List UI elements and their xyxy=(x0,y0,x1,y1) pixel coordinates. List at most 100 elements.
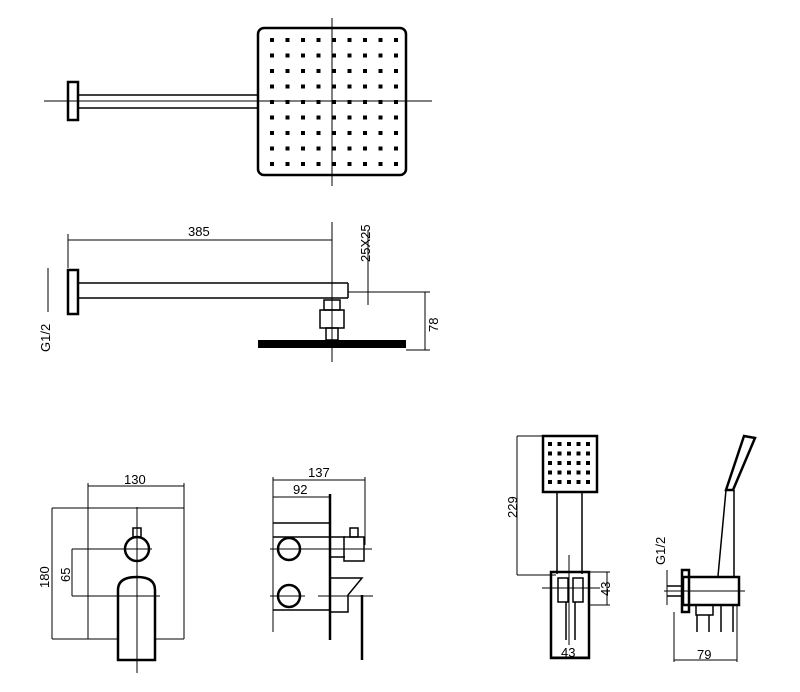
nozzle xyxy=(347,53,352,58)
nozzle xyxy=(347,69,352,73)
nozzle xyxy=(301,100,305,104)
dim-arm-length: 385 xyxy=(188,224,210,239)
hand-shower-side-view xyxy=(664,434,757,662)
nozzle xyxy=(586,451,590,456)
nozzle xyxy=(285,69,290,73)
nozzle xyxy=(316,115,321,120)
nozzle xyxy=(347,84,352,89)
nozzle xyxy=(270,84,274,89)
nozzle xyxy=(557,461,562,465)
nozzle xyxy=(378,162,383,166)
nozzle xyxy=(394,115,398,120)
nozzle xyxy=(270,38,274,42)
nozzle xyxy=(332,84,336,89)
nozzle xyxy=(301,53,305,58)
nozzle xyxy=(567,480,571,484)
nozzle xyxy=(347,38,352,42)
dim-bracket-width: 43 xyxy=(561,645,575,660)
nozzle xyxy=(567,442,571,446)
nozzle xyxy=(301,38,305,42)
nozzle xyxy=(316,84,321,89)
nozzle xyxy=(316,100,321,104)
dim-thread-top: G1/2 xyxy=(38,324,53,352)
nozzle xyxy=(332,162,336,166)
hand-nozzle-grid xyxy=(548,442,590,484)
nozzle xyxy=(363,53,367,58)
nozzle xyxy=(363,115,367,120)
overhead-shower-top-view xyxy=(44,18,432,186)
nozzle xyxy=(576,480,581,484)
nozzle xyxy=(394,69,398,73)
nozzle xyxy=(378,38,383,42)
nozzle xyxy=(363,146,367,151)
nozzle xyxy=(316,146,321,151)
nozzle xyxy=(285,131,290,135)
nozzle xyxy=(378,100,383,104)
nozzle xyxy=(270,53,274,58)
nozzle xyxy=(586,480,590,484)
nozzle xyxy=(270,115,274,120)
nozzle xyxy=(394,100,398,104)
nozzle xyxy=(567,470,571,475)
nozzle xyxy=(332,69,336,73)
nozzle xyxy=(586,461,590,465)
nozzle xyxy=(548,461,552,465)
nozzle xyxy=(378,69,383,73)
nozzle xyxy=(378,53,383,58)
nozzle xyxy=(548,442,552,446)
overhead-shower-side-view xyxy=(47,222,430,362)
dim-hand-depth: 79 xyxy=(697,647,711,662)
mixer-side-view xyxy=(270,477,373,660)
dim-thread-hand: G1/2 xyxy=(653,537,668,565)
nozzle xyxy=(378,146,383,151)
dim-hand-shower-height: 229 xyxy=(505,496,520,518)
nozzle xyxy=(394,53,398,58)
nozzle xyxy=(394,146,398,151)
nozzle xyxy=(332,131,336,135)
dim-mixer-width: 130 xyxy=(124,472,146,487)
nozzle xyxy=(285,162,290,166)
nozzle xyxy=(347,115,352,120)
dim-bracket-height: 43 xyxy=(598,582,613,596)
dim-arm-section: 25X25 xyxy=(358,224,373,262)
nozzle xyxy=(548,470,552,475)
dim-outlet-spacing: 65 xyxy=(58,568,73,582)
nozzle xyxy=(332,38,336,42)
dim-head-drop: 78 xyxy=(426,318,441,332)
nozzle xyxy=(270,146,274,151)
dim-mixer-depth: 137 xyxy=(308,465,330,480)
nozzle xyxy=(285,146,290,151)
nozzle xyxy=(301,115,305,120)
nozzle xyxy=(285,115,290,120)
nozzle xyxy=(363,131,367,135)
nozzle xyxy=(557,470,562,475)
nozzle xyxy=(332,115,336,120)
nozzle xyxy=(576,442,581,446)
nozzle xyxy=(576,470,581,475)
dim-mixer-body-depth: 92 xyxy=(293,482,307,497)
nozzle xyxy=(548,480,552,484)
nozzle xyxy=(586,470,590,475)
nozzle xyxy=(378,115,383,120)
nozzle xyxy=(347,100,352,104)
nozzle xyxy=(301,162,305,166)
nozzle xyxy=(270,100,274,104)
nozzle xyxy=(557,442,562,446)
nozzle xyxy=(394,162,398,166)
nozzle xyxy=(301,146,305,151)
nozzle xyxy=(270,69,274,73)
nozzle xyxy=(332,146,336,151)
nozzle xyxy=(586,442,590,446)
nozzle xyxy=(285,84,290,89)
dim-mixer-height: 180 xyxy=(37,566,52,588)
nozzle xyxy=(332,53,336,58)
nozzle xyxy=(363,162,367,166)
nozzle-grid xyxy=(270,38,398,166)
nozzle xyxy=(316,162,321,166)
nozzle xyxy=(363,69,367,73)
nozzle xyxy=(557,480,562,484)
nozzle xyxy=(316,53,321,58)
nozzle xyxy=(394,131,398,135)
nozzle xyxy=(347,146,352,151)
